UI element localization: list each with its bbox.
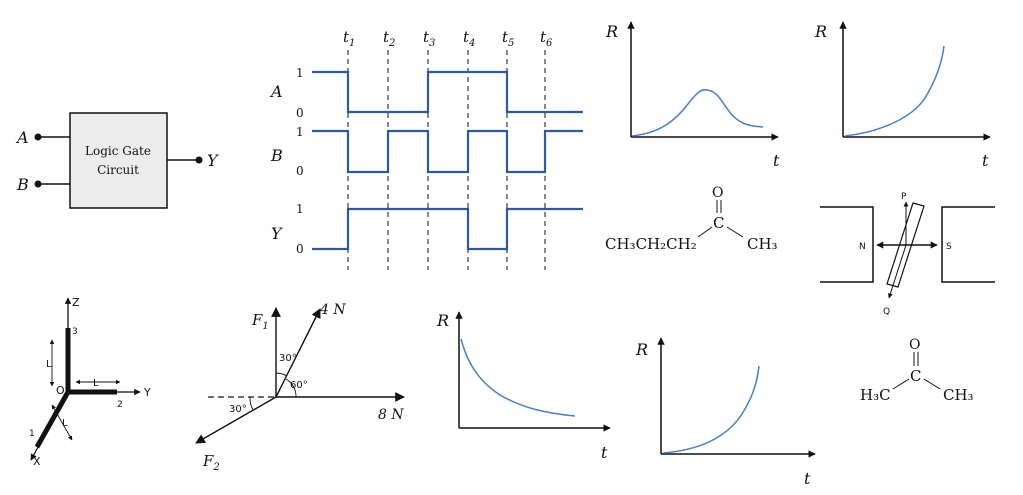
signal-y-low-label: 0: [296, 242, 304, 256]
origin-label: O: [56, 384, 65, 397]
time-label-4: t4: [463, 28, 475, 49]
output-y-label: Y: [207, 151, 219, 170]
angle-30-top-label: 30°: [279, 353, 297, 364]
dim-x-arrow: [51, 404, 73, 441]
acetone-right-bond: [923, 378, 941, 390]
signal-b-high-label: 1: [296, 125, 304, 139]
graph2-r-label: R: [814, 22, 827, 41]
butanone-carbon: C: [713, 214, 724, 232]
acetone-left-bond: [892, 378, 910, 390]
axis-z-label: Z: [72, 296, 80, 309]
time-label-6: t6: [540, 28, 553, 49]
signal-y-high-label: 1: [296, 202, 304, 216]
label-p: P: [901, 192, 907, 202]
butanone-left-bond: [697, 226, 713, 238]
butanone-right-bond: [726, 226, 744, 238]
graph1-curve: [631, 89, 764, 137]
graph-exponential-decay: R t: [436, 311, 611, 462]
force-diagram: F1 F2 4 N 8 N 30° 60° 30°: [195, 302, 405, 473]
dim-y-label: L: [93, 378, 99, 389]
graph4-r-label: R: [635, 340, 648, 359]
axis-pq-lower: [887, 244, 907, 299]
dim-x-label: L: [62, 418, 68, 429]
waveform-y: [312, 207, 583, 251]
force-4n-label: 4 N: [319, 302, 346, 318]
force-f2-label: F2: [202, 452, 220, 473]
graph4-curve: [662, 365, 760, 454]
acetone-oxygen: O: [909, 337, 920, 353]
point-2-label: 2: [117, 400, 123, 410]
logic-gate-diagram: Logic Gate Circuit A B Y: [15, 112, 219, 209]
time-label-2: t2: [383, 28, 395, 49]
axes-3d-diagram: Z Y X O 3 2 1 L L L: [29, 296, 151, 468]
magnet-coil-diagram: N S P Q: [820, 192, 995, 317]
point-3-label: 3: [72, 327, 78, 337]
force-f1-label: F1: [251, 311, 269, 332]
logic-gate-label-line2: Circuit: [97, 163, 139, 177]
graph3-r-label: R: [436, 311, 449, 330]
time-label-1: t1: [343, 28, 355, 49]
waveform-a: [312, 70, 583, 114]
input-a-label: A: [15, 128, 29, 147]
butanone-right-group: CH₃: [747, 235, 778, 253]
acetone-right-group: CH₃: [943, 386, 974, 404]
input-b-label: B: [16, 175, 29, 194]
graph4-t-label: t: [804, 469, 811, 488]
waveform-b: [312, 129, 583, 174]
signal-label-y: Y: [271, 224, 283, 243]
angle-60-label: 60°: [290, 380, 308, 391]
force-f2-vector: [195, 396, 277, 444]
output-y-terminal: [195, 156, 203, 164]
south-pole-label: S: [946, 242, 952, 252]
force-4n-vector: [275, 308, 321, 398]
signal-b-low-label: 0: [296, 164, 304, 178]
angle-30-left-label: 30°: [229, 404, 247, 415]
angle-arc-30-top: [275, 372, 288, 377]
acetone-left-group: H₃C: [860, 386, 891, 404]
axis-y-label: Y: [143, 386, 151, 399]
logic-gate-box: [69, 112, 168, 209]
label-q: Q: [883, 307, 890, 317]
butanone-left-chain: CH₃CH₂CH₂: [605, 235, 697, 253]
graph-exponential-growth-2: R t: [635, 337, 816, 488]
axis-x-label: X: [33, 455, 41, 468]
force-8n-label: 8 N: [378, 407, 404, 423]
graph2-curve: [844, 45, 945, 137]
graph3-curve: [460, 338, 576, 417]
time-label-5: t5: [502, 28, 514, 49]
time-label-3: t3: [423, 28, 435, 49]
signal-a-low-label: 0: [296, 106, 304, 120]
graph3-t-label: t: [601, 443, 608, 462]
graph-exponential-growth: R t: [814, 21, 991, 170]
butanone-oxygen: O: [712, 185, 723, 201]
logic-gate-label-line1: Logic Gate: [85, 144, 151, 158]
angle-arc-60: [285, 378, 297, 398]
acetone-structure: O C H₃C CH₃: [860, 337, 974, 404]
dim-z-label: L: [46, 359, 52, 370]
north-pole: [820, 206, 874, 283]
signal-a-high-label: 1: [296, 66, 304, 80]
signal-label-b: B: [270, 146, 283, 165]
graph-bell-curve: R t: [605, 21, 780, 170]
graph1-t-label: t: [773, 151, 780, 170]
north-pole-label: N: [859, 242, 866, 252]
angle-arc-30-left: [249, 396, 254, 411]
coil-loop: [886, 202, 925, 288]
acetone-carbon: C: [910, 367, 921, 385]
graph2-t-label: t: [982, 151, 989, 170]
signal-label-a: A: [269, 82, 283, 101]
graph1-r-label: R: [605, 22, 618, 41]
butanone-structure: O C CH₃CH₂CH₂ CH₃: [605, 185, 778, 253]
south-pole: [941, 206, 995, 283]
point-1-label: 1: [29, 429, 35, 439]
